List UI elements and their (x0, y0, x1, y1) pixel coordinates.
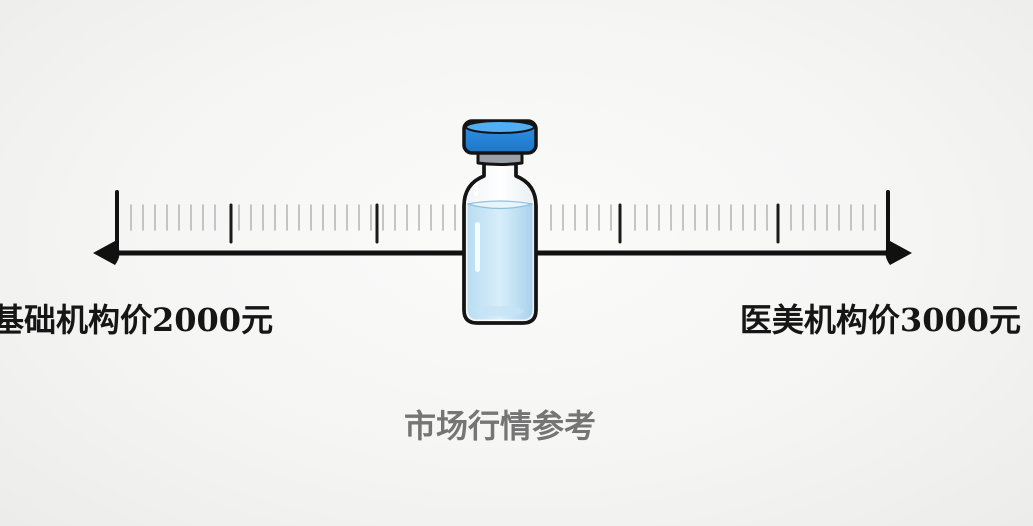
left-arrowhead (93, 241, 120, 265)
aesthetic-price-label: 医美机构价3000元 (739, 301, 1021, 339)
scale-minor-ticks (130, 204, 876, 231)
right-arrowhead (885, 241, 912, 265)
base-price-label: 基础机构价2000元 (0, 301, 274, 339)
market-reference-caption: 市场行情参考 (403, 407, 596, 445)
scale-major-ticks (229, 203, 780, 244)
vial-icon (462, 119, 538, 325)
